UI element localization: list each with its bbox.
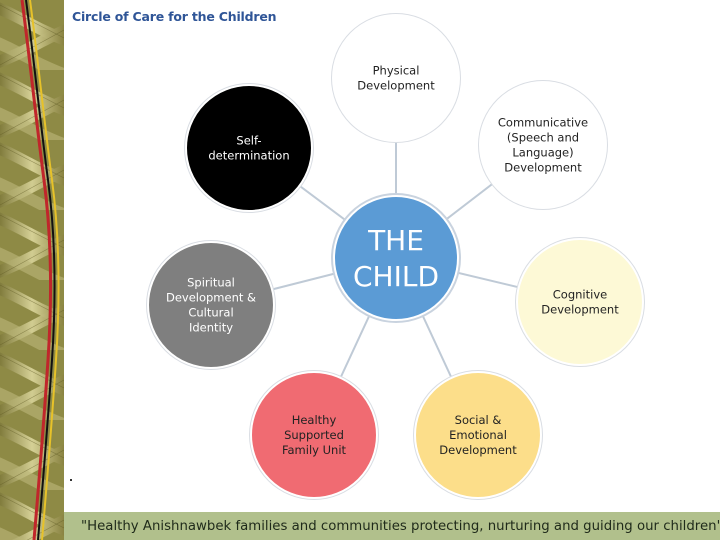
node-label-self-determination: determination [208,149,289,163]
node-self-determination: Self-determination [184,83,314,213]
center-label: CHILD [353,260,439,293]
sweetgrass-braid-image [0,0,64,540]
center-label: THE [367,224,424,257]
node-label-social: Development [439,443,517,457]
stray-dot [70,479,72,481]
node-label-family: Family Unit [282,443,347,457]
footer-bar: "Healthy Anishnawbek families and commun… [64,512,720,540]
node-communicative: Communicative(Speech andLanguage)Develop… [478,80,608,210]
node-label-spiritual: Development & [166,291,256,305]
node-label-spiritual: Identity [189,321,233,335]
node-label-cognitive: Development [541,303,619,317]
node-label-communicative: Development [504,161,582,175]
node-label-physical: Physical [373,64,420,78]
node-label-family: Healthy [292,413,337,427]
node-label-communicative: Language) [512,146,573,160]
node-label-spiritual: Spiritual [187,276,235,290]
node-label-communicative: (Speech and [507,131,579,145]
footer-tagline: "Healthy Anishnawbek families and commun… [64,519,720,534]
node-label-social: Emotional [449,428,507,442]
node-label-spiritual: Cultural [188,306,233,320]
node-label-physical: Development [357,79,435,93]
node-label-social: Social & [455,413,502,427]
node-label-communicative: Communicative [498,116,588,130]
node-label-cognitive: Cognitive [553,288,607,302]
node-label-family: Supported [284,428,344,442]
node-label-self-determination: Self- [236,134,261,148]
